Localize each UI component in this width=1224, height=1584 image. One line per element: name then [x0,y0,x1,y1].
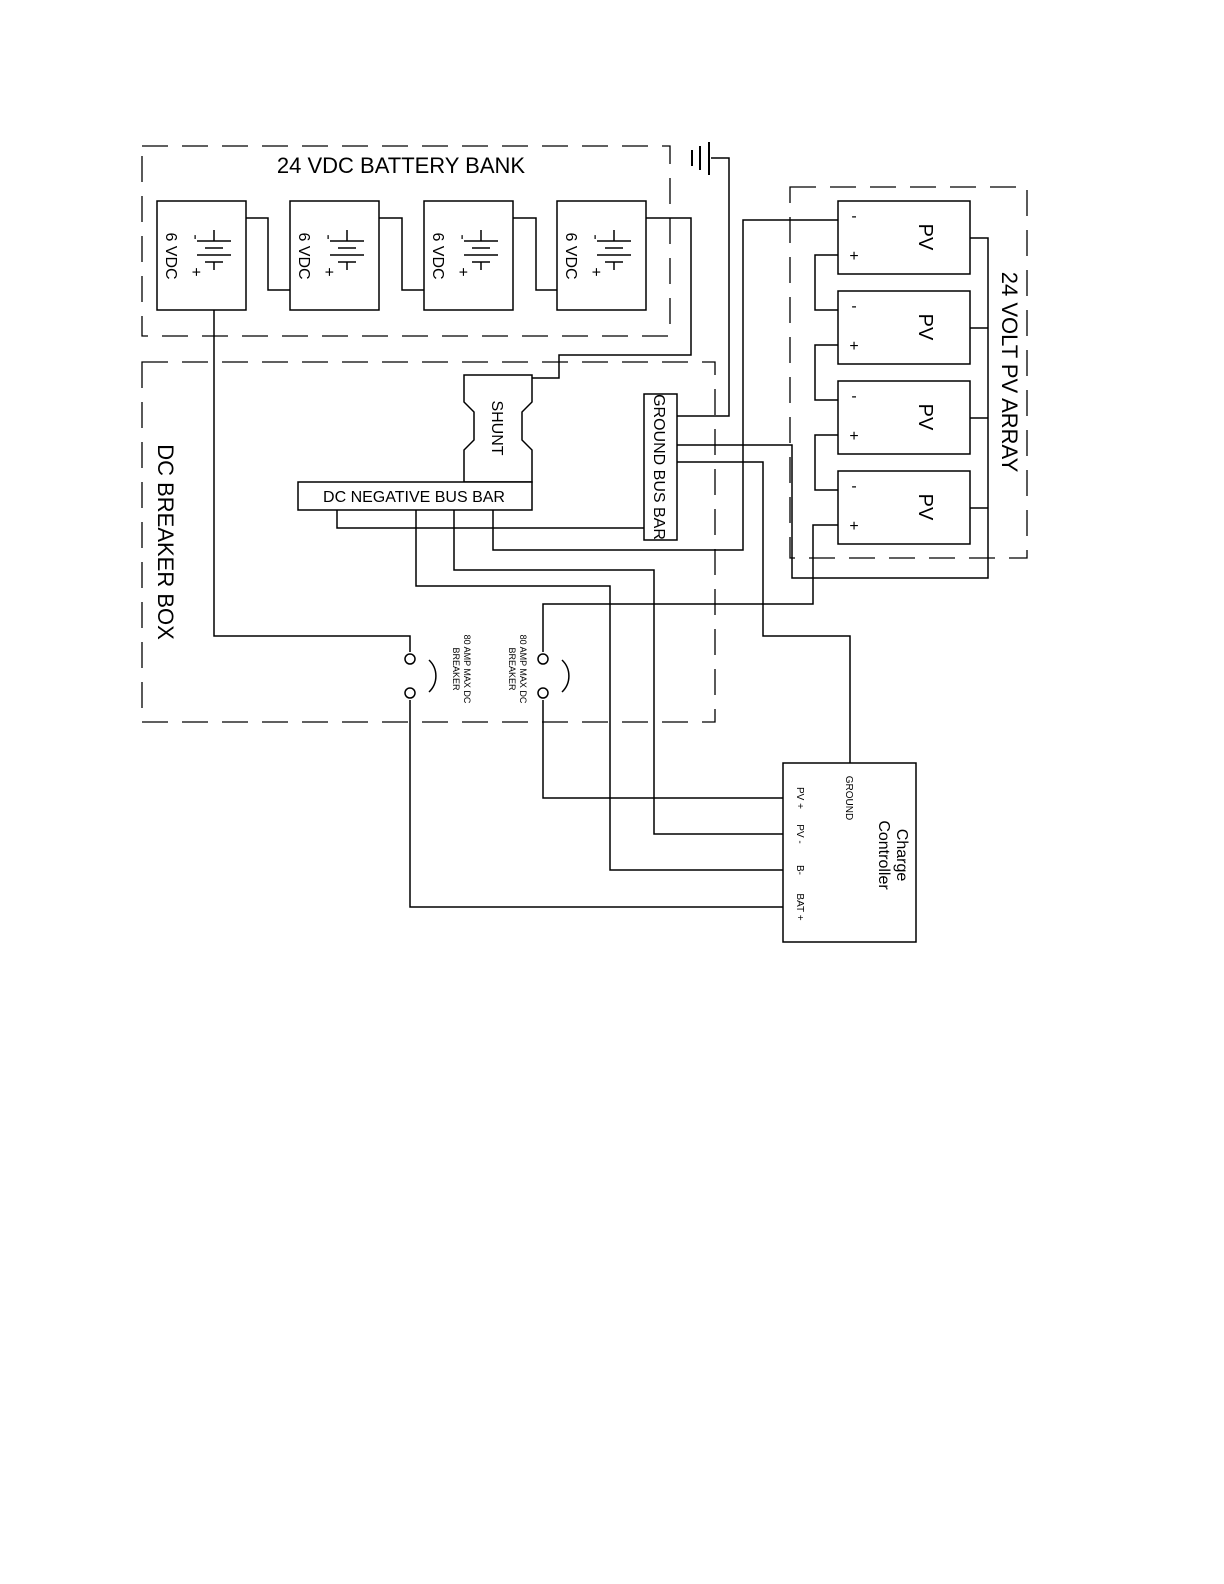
terminal-bat-plus-label: BAT + [794,893,805,920]
svg-text:80 AMP MAX DC: 80 AMP MAX DC [462,635,472,704]
svg-text:BREAKER: BREAKER [507,647,517,691]
svg-text:6 VDC: 6 VDC [429,232,446,279]
svg-text:6 VDC: 6 VDC [162,232,179,279]
svg-text:+: + [454,267,471,276]
svg-text:-: - [851,478,856,495]
svg-text:+: + [320,267,337,276]
svg-text:6 VDC: 6 VDC [295,232,312,279]
pv-array-title: 24 VOLT PV ARRAY [997,272,1022,473]
wire-bus-to-ground [337,510,644,528]
wire-battery-positive-to-breaker [214,270,410,652]
wire-ground-rod [677,158,729,416]
dc-negative-bus-bar: DC NEGATIVE BUS BAR [298,482,532,510]
battery-cell-3: 6 VDC - + [424,201,513,310]
breaker-box-title: DC BREAKER BOX [153,444,178,640]
terminal-b-minus-label: B- [794,865,805,875]
svg-text:-: - [320,234,337,239]
breaker-2: 80 AMP MAX DC BREAKER [507,635,569,704]
pv-module-2: - + PV [838,291,970,364]
svg-text:SHUNT: SHUNT [488,400,505,455]
charge-controller: Charge Controller GROUND PV + PV - B- BA… [783,763,916,942]
breaker-1: 80 AMP MAX DC BREAKER [405,635,472,704]
wire-pv-positive [543,525,838,652]
svg-text:GROUND BUS BAR: GROUND BUS BAR [650,394,667,540]
svg-text:-: - [587,234,604,239]
wire-pv-series-2 [815,345,838,400]
svg-text:DC NEGATIVE BUS BAR: DC NEGATIVE BUS BAR [323,489,505,506]
svg-text:+: + [587,267,604,276]
svg-text:80 AMP MAX DC: 80 AMP MAX DC [518,635,528,704]
battery-cell-2: 6 VDC - + [290,201,379,310]
battery-cell-4: 6 VDC - + [557,201,646,310]
terminal-ground-label: GROUND [843,776,854,820]
svg-text:6 VDC: 6 VDC [562,232,579,279]
earth-ground-icon [692,142,709,175]
svg-text:+: + [849,338,858,355]
pv-module-3: - + PV [838,381,970,454]
wire-breaker-to-pv-plus [543,700,783,798]
wire-pv-series-1 [815,255,838,310]
shunt: SHUNT [464,375,532,482]
svg-text:-: - [187,234,204,239]
svg-text:BREAKER: BREAKER [451,647,461,691]
svg-text:-: - [454,234,471,239]
battery-bank-title: 24 VDC BATTERY BANK [277,153,526,178]
svg-text:PV: PV [914,494,936,521]
charge-controller-title-2: Controller [875,820,892,890]
svg-text:+: + [187,267,204,276]
svg-text:+: + [849,518,858,535]
ground-bus-bar: GROUND BUS BAR [644,394,677,540]
wire-breaker-to-bat-plus [410,700,783,907]
terminal-pv-minus-label: PV - [794,824,805,843]
pv-module-1: - + PV [838,201,970,274]
svg-text:-: - [851,208,856,225]
svg-text:PV: PV [914,224,936,251]
wire-ground-to-controller [677,462,850,763]
battery-cell-1: 6 VDC - + [157,201,246,310]
terminal-pv-plus-label: PV + [794,787,805,809]
svg-text:+: + [849,428,858,445]
svg-text:PV: PV [914,314,936,341]
pv-module-4: - + PV [838,471,970,544]
svg-text:-: - [851,388,856,405]
charge-controller-title: Charge [893,829,910,882]
breaker-box-frame [142,362,715,722]
svg-text:+: + [849,248,858,265]
svg-text:PV: PV [914,404,936,431]
svg-text:-: - [851,298,856,315]
wire-pv-series-3 [815,435,838,490]
wire-bus-to-pv-minus [454,510,783,834]
